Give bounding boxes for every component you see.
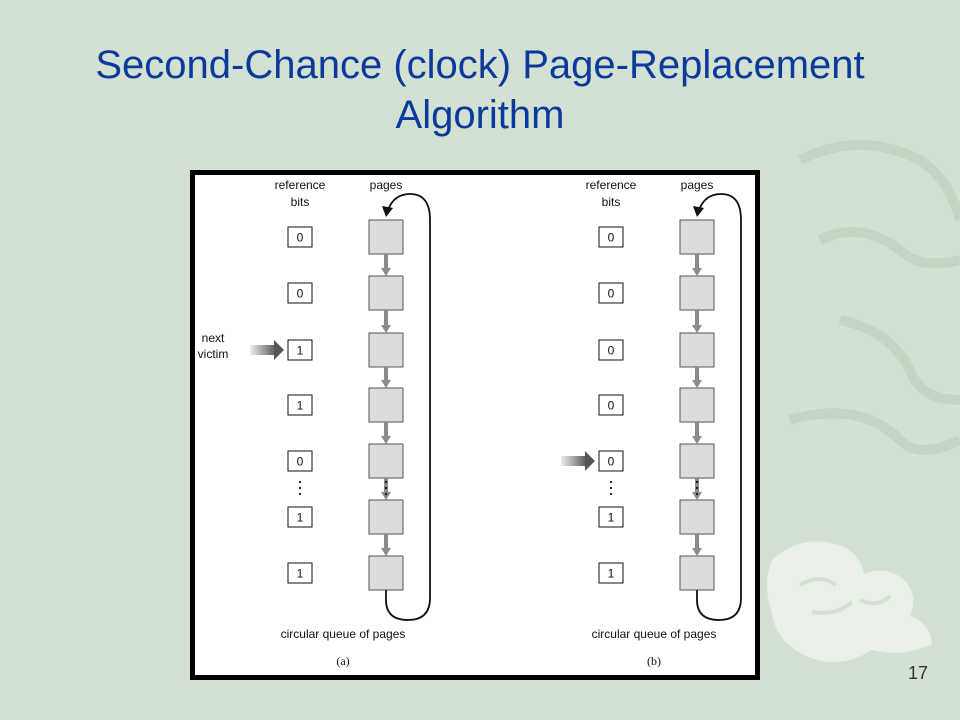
ellipsis-dot <box>298 492 302 496</box>
reference-bits-header: reference <box>586 178 637 192</box>
queue-arrowhead <box>381 436 391 444</box>
ellipsis-dot <box>609 486 613 490</box>
title-line-1: Second-Chance (clock) Page-Replacement <box>95 43 865 87</box>
reference-bits-header: bits <box>291 195 310 209</box>
ellipsis-dot <box>384 492 388 496</box>
reference-bit-box <box>287 506 313 528</box>
ellipsis-dot <box>609 480 613 484</box>
slide-title: Second-Chance (clock) Page-Replacement A… <box>0 40 960 140</box>
reference-bit-box <box>287 450 313 472</box>
reference-bit-box <box>598 394 624 416</box>
queue-arrowhead <box>692 548 702 556</box>
page-frame <box>368 275 404 311</box>
pages-header: pages <box>681 178 714 192</box>
page-frame <box>368 443 404 479</box>
page-frame <box>679 443 715 479</box>
reference-bits-header: bits <box>602 195 621 209</box>
victim-pointer-arrowhead <box>274 340 284 360</box>
circular-queue-label: circular queue of pages <box>281 627 406 641</box>
ellipsis-dot <box>298 486 302 490</box>
ellipsis-dot <box>298 480 302 484</box>
reference-bit-value: 0 <box>608 287 615 301</box>
reference-bit-box <box>598 282 624 304</box>
figure-panel-background <box>195 175 755 675</box>
reference-bit-box <box>598 562 624 584</box>
circular-return-arrowhead <box>693 206 704 217</box>
ellipsis-dot <box>384 480 388 484</box>
ellipsis-dot <box>609 492 613 496</box>
victim-pointer-arrow <box>561 456 587 466</box>
queue-arrowhead <box>381 548 391 556</box>
ellipsis-dot <box>384 486 388 490</box>
queue-arrowhead <box>692 436 702 444</box>
reference-bit-box <box>287 394 313 416</box>
circular-return-arrow <box>385 193 431 621</box>
victim-pointer-arrow <box>250 345 276 355</box>
page-frame <box>679 499 715 535</box>
reference-bit-value: 0 <box>297 455 304 469</box>
page-frame <box>368 219 404 255</box>
queue-arrowhead <box>692 268 702 276</box>
ellipsis-dot <box>695 492 699 496</box>
reference-bit-box <box>598 339 624 361</box>
reference-bit-value: 1 <box>297 344 304 358</box>
reference-bit-value: 1 <box>297 511 304 525</box>
queue-arrowhead <box>381 268 391 276</box>
queue-arrowhead <box>692 325 702 333</box>
reference-bit-value: 0 <box>297 287 304 301</box>
reference-bit-box <box>598 506 624 528</box>
reference-bit-value: 0 <box>608 344 615 358</box>
queue-arrowhead <box>381 325 391 333</box>
reference-bit-box <box>598 226 624 248</box>
queue-arrowhead <box>692 492 702 500</box>
pages-header: pages <box>370 178 403 192</box>
queue-arrowhead <box>381 380 391 388</box>
reference-bit-value: 0 <box>297 231 304 245</box>
reference-bits-header: reference <box>275 178 326 192</box>
queue-arrowhead <box>381 492 391 500</box>
clock-algorithm-diagram: reference bits pages 0 0 1 1 0 1 1 circular queue … <box>195 175 755 675</box>
circular-return-arrowhead <box>382 206 393 217</box>
reference-bit-box <box>287 562 313 584</box>
reference-bit-box <box>287 282 313 304</box>
circular-queue-label: circular queue of pages <box>592 627 717 641</box>
reference-bit-box <box>598 450 624 472</box>
reference-bit-box <box>287 226 313 248</box>
clock-algorithm-figure: reference bits pages 0 0 1 1 0 1 1 circular queue … <box>190 170 760 680</box>
page-frame <box>368 387 404 423</box>
page-frame <box>679 332 715 368</box>
queue-arrowhead <box>692 380 702 388</box>
title-line-2: Algorithm <box>395 93 565 137</box>
next-victim-label: next <box>202 331 225 345</box>
reference-bit-box <box>287 339 313 361</box>
page-frame <box>679 275 715 311</box>
next-victim-label: victim <box>198 347 229 361</box>
reference-bit-value: 1 <box>608 567 615 581</box>
reference-bit-value: 1 <box>297 567 304 581</box>
page-frame <box>679 219 715 255</box>
reference-bit-value: 0 <box>608 399 615 413</box>
page-frame <box>368 555 404 591</box>
reference-bit-value: 0 <box>608 455 615 469</box>
panel-caption: (a) <box>336 654 349 668</box>
victim-pointer-arrowhead <box>585 451 595 471</box>
page-frame <box>679 387 715 423</box>
reference-bit-value: 1 <box>297 399 304 413</box>
ellipsis-dot <box>695 486 699 490</box>
page-frame <box>679 555 715 591</box>
slide-number: 17 <box>907 663 928 683</box>
page-frame <box>368 499 404 535</box>
circular-return-arrow <box>696 193 742 621</box>
page-frame <box>368 332 404 368</box>
ellipsis-dot <box>695 480 699 484</box>
reference-bit-value: 1 <box>608 511 615 525</box>
panel-caption: (b) <box>647 654 661 668</box>
reference-bit-value: 0 <box>608 231 615 245</box>
